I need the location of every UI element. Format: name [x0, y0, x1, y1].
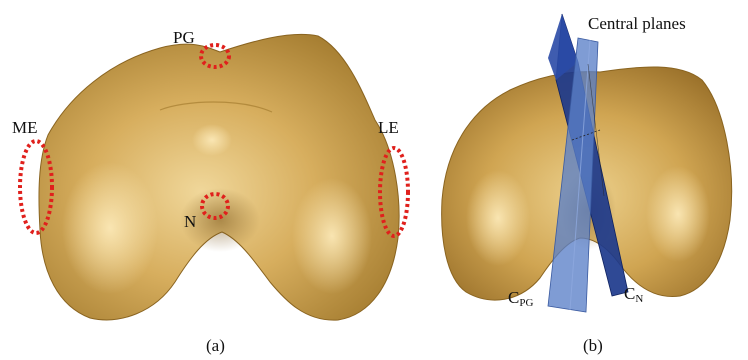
- femur-b-medial-highlight: [466, 170, 530, 266]
- label-cpg-main: C: [508, 288, 519, 307]
- label-cn-sub: N: [635, 293, 643, 305]
- label-central-planes: Central planes: [588, 14, 686, 34]
- caption-a: (a): [206, 336, 225, 356]
- label-me: ME: [12, 118, 38, 138]
- femur-a-notch-highlight: [192, 124, 232, 156]
- femur-a: [39, 34, 399, 320]
- label-cn-main: C: [624, 284, 635, 303]
- label-le: LE: [378, 118, 399, 138]
- femur-b-lateral-highlight: [646, 166, 710, 262]
- label-n: N: [184, 212, 196, 232]
- femur-a-medial-highlight: [62, 162, 158, 294]
- label-pg: PG: [173, 28, 195, 48]
- label-cpg: CPG: [508, 288, 533, 308]
- femur-a-lateral-highlight: [292, 178, 372, 294]
- label-cpg-sub: PG: [519, 297, 533, 309]
- caption-b: (b): [583, 336, 603, 356]
- label-cn: CN: [624, 284, 643, 304]
